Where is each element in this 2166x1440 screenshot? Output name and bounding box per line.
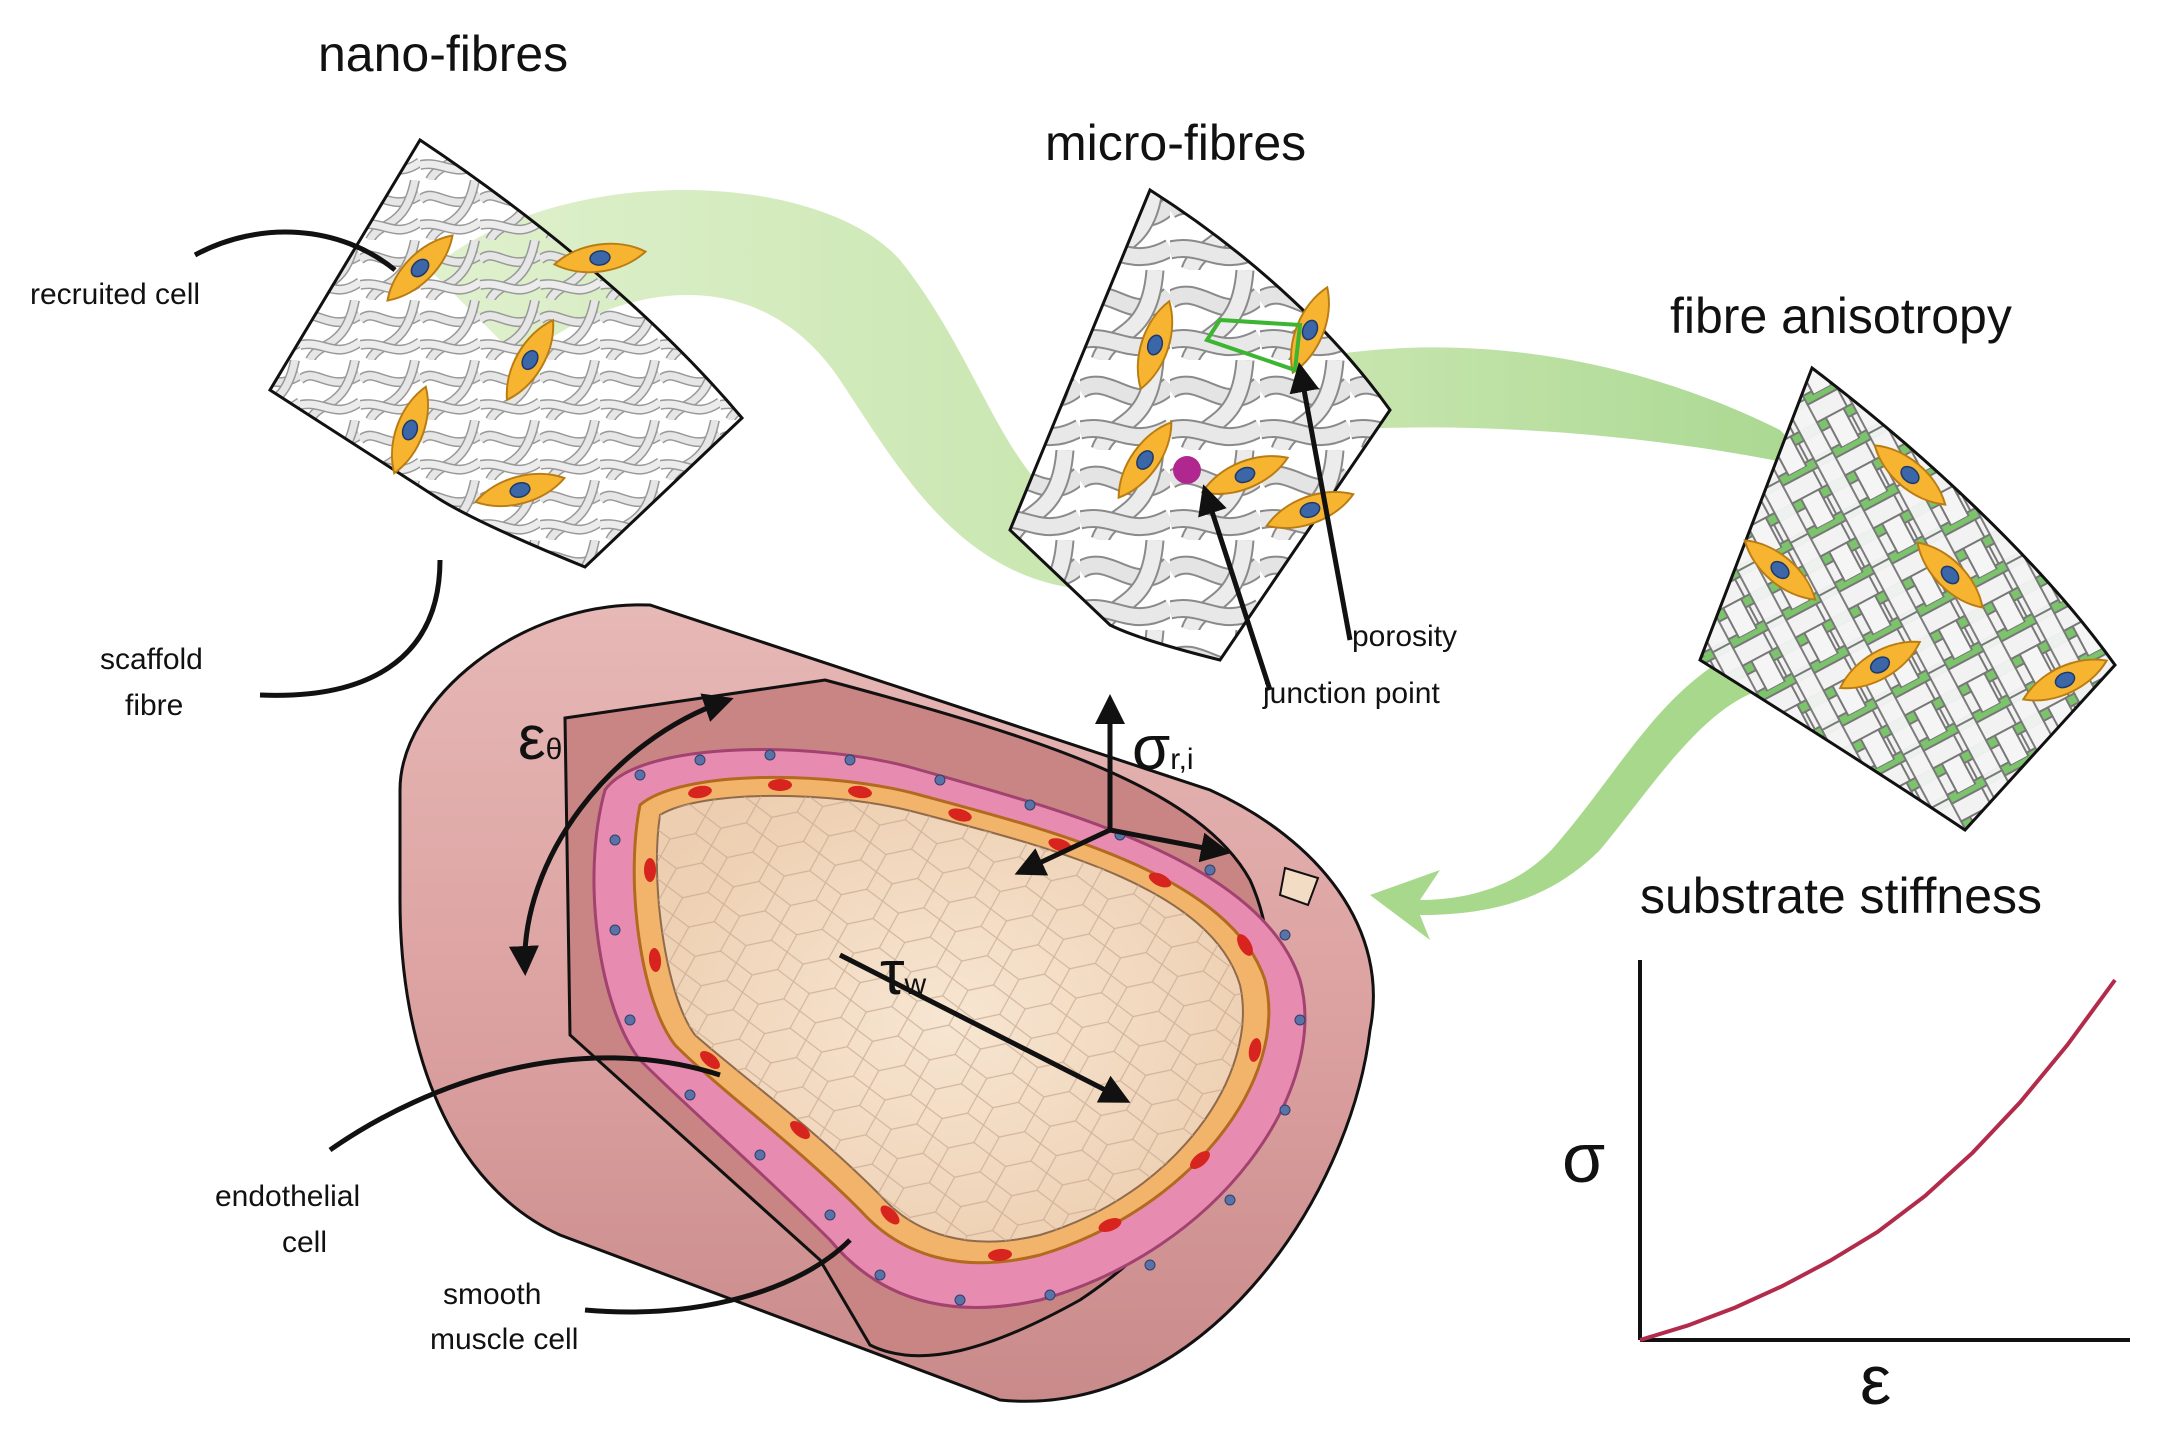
flow-band-micro-to-aniso <box>1330 347 1820 470</box>
strain-subscript: θ <box>545 733 563 766</box>
leader-endothelial <box>328 1055 721 1153</box>
junction-point-label: junction point <box>1263 677 1440 710</box>
strain-symbol: εθ <box>518 704 563 773</box>
leader-scaffold-fibre <box>259 559 443 698</box>
strain-arrow <box>508 693 734 976</box>
leader-recruited-cell <box>193 229 397 272</box>
junction-point-dot <box>1173 456 1201 484</box>
leader-smooth-muscle <box>584 1238 852 1315</box>
muscle-cell-label: muscle cell <box>430 1323 579 1356</box>
radial-stress-subscript: r,i <box>1170 743 1194 776</box>
fibre-anisotropy-title: fibre anisotropy <box>1670 288 2012 344</box>
graph-y-label: σ <box>1562 1119 1606 1197</box>
porosity-label: porosity <box>1352 620 1458 653</box>
substrate-stiffness-title: substrate stiffness <box>1640 868 2043 924</box>
micro-fibres-panel <box>1008 187 1392 691</box>
wall-shear-subscript: w <box>904 968 927 1001</box>
wall-shear-symbol: τw <box>880 939 927 1008</box>
nano-fibres-title: nano-fibres <box>318 26 569 82</box>
nano-fibres-panel <box>267 137 745 569</box>
wall-shear-arrow <box>838 952 1131 1103</box>
smooth-label: smooth <box>443 1278 542 1311</box>
circ-arrow <box>1014 827 1112 876</box>
stiffness-graph <box>1638 960 2130 1342</box>
endothelial-cell-label: cell <box>282 1226 328 1259</box>
stress-element-icon <box>1278 866 1320 907</box>
scaffold-label: scaffold <box>100 643 203 676</box>
axial-arrow <box>1109 827 1231 863</box>
porosity-outline <box>1203 317 1303 373</box>
recruited-cell-label: recruited cell <box>30 278 201 311</box>
endothelial-label: endothelial <box>215 1180 361 1213</box>
flow-band-to-vessel <box>1370 650 1760 940</box>
stress-strain-curve <box>1639 978 2117 1342</box>
fibre-anisotropy-panel <box>1698 365 2117 832</box>
micro-fibres-title: micro-fibres <box>1045 115 1307 171</box>
graph-x-label: ε <box>1860 1341 1892 1419</box>
radial-stress-symbol: σr,i <box>1132 714 1194 783</box>
fibre-label: fibre <box>125 689 184 722</box>
